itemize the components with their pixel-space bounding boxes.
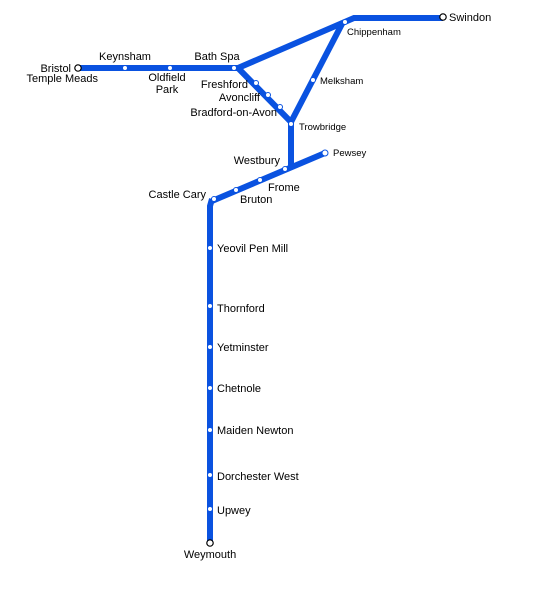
track-bathspa-chippenham-swindon [236, 15, 443, 71]
label-park: Park [156, 84, 179, 96]
label-temple-meads: Temple Meads [26, 73, 98, 85]
station-marker-thornford[interactable] [207, 303, 213, 309]
label-maiden-newton: Maiden Newton [217, 425, 293, 437]
label-yeovil-pen-mill: Yeovil Pen Mill [217, 243, 288, 255]
station-marker-keynsham[interactable] [122, 65, 128, 71]
label-weymouth: Weymouth [184, 549, 236, 561]
label-bath-spa: Bath Spa [194, 51, 240, 63]
label-avoncliff: Avoncliff [219, 92, 261, 104]
label-pewsey: Pewsey [333, 148, 367, 159]
station-marker-melksham[interactable] [310, 77, 316, 83]
label-freshford: Freshford [201, 79, 248, 91]
station-marker-chippenham[interactable] [342, 19, 348, 25]
station-marker-yetminster[interactable] [207, 344, 213, 350]
label-swindon: Swindon [449, 12, 491, 24]
station-markers [74, 13, 447, 547]
label-westbury: Westbury [234, 155, 281, 167]
station-marker-bath-spa[interactable] [231, 65, 237, 71]
label-chetnole: Chetnole [217, 383, 261, 395]
station-marker-castle-cary[interactable] [211, 196, 217, 202]
label-bruton: Bruton [240, 194, 272, 206]
track-lines [78, 15, 443, 543]
terminus-marker-swindon[interactable] [439, 13, 447, 21]
label-bradford-on-avon: Bradford-on-Avon [190, 107, 277, 119]
station-marker-dorchester-west[interactable] [207, 472, 213, 478]
track-chippenham-trowbridge [288, 20, 346, 124]
station-marker-avoncliff[interactable] [265, 92, 271, 98]
station-marker-oldfield-park[interactable] [167, 65, 173, 71]
station-marker-bradford-on-avon[interactable] [277, 104, 283, 110]
label-yetminster: Yetminster [217, 342, 269, 354]
station-marker-chetnole[interactable] [207, 385, 213, 391]
label-dorchester-west: Dorchester West [217, 471, 299, 483]
label-upwey: Upwey [217, 505, 251, 517]
station-marker-freshford[interactable] [253, 80, 259, 86]
station-marker-pewsey[interactable] [321, 149, 329, 157]
terminus-marker-bristol[interactable] [74, 64, 82, 72]
station-marker-maiden-newton[interactable] [207, 427, 213, 433]
track-pewsey-castlecary [210, 150, 327, 204]
label-castle-cary: Castle Cary [149, 189, 207, 201]
label-bristol: Bristol [40, 63, 71, 75]
label-keynsham: Keynsham [99, 51, 151, 63]
track-bathspa-trowbridge [235, 65, 294, 125]
station-marker-bruton[interactable] [233, 187, 239, 193]
station-marker-trowbridge[interactable] [288, 121, 294, 127]
label-frome: Frome [268, 182, 300, 194]
label-trowbridge: Trowbridge [299, 122, 346, 133]
label-thornford: Thornford [217, 303, 265, 315]
station-marker-upwey[interactable] [207, 506, 213, 512]
label-oldfield: Oldfield [148, 72, 185, 84]
station-marker-yeovil-pen-mill[interactable] [207, 245, 213, 251]
station-marker-frome[interactable] [257, 177, 263, 183]
terminus-marker-weymouth[interactable] [206, 539, 214, 547]
label-melksham: Melksham [320, 76, 363, 87]
station-labels: Swindon Chippenham Bristol Temple Meads … [26, 12, 491, 561]
station-marker-westbury[interactable] [282, 166, 288, 172]
label-chippenham: Chippenham [347, 27, 401, 38]
